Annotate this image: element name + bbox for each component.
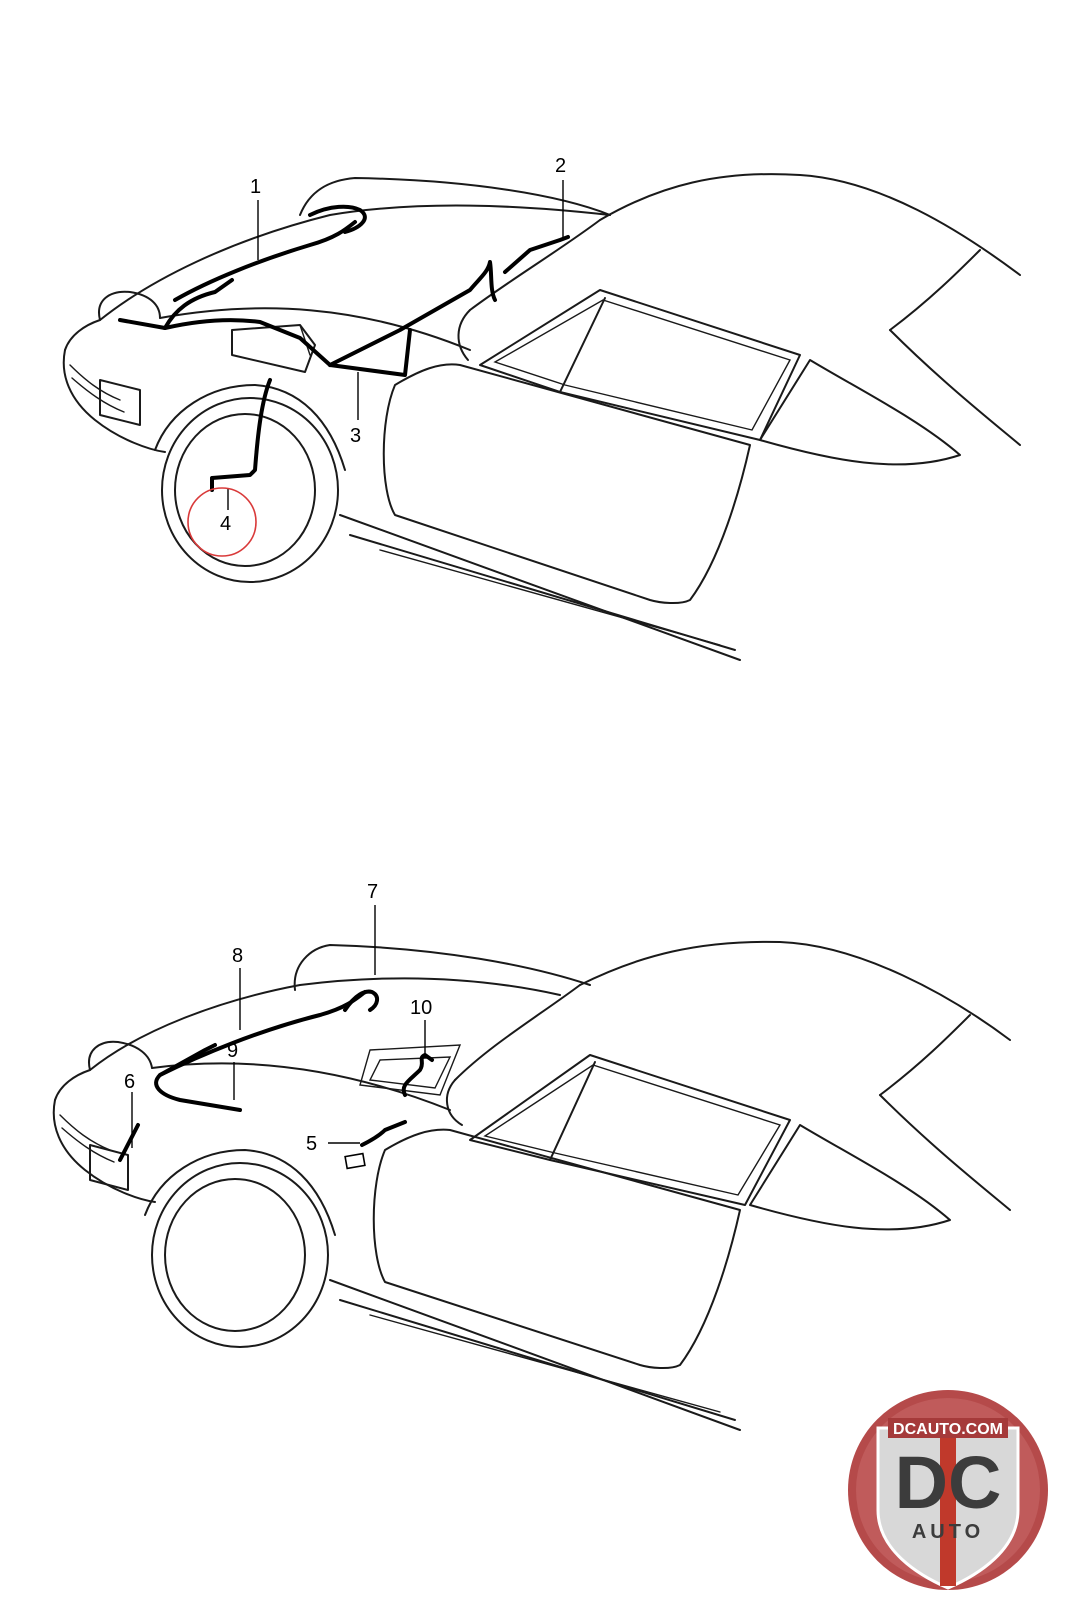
callout-6: 6 — [124, 1071, 135, 1093]
top-car-drawing — [62, 173, 1021, 661]
callout-10: 10 — [410, 997, 432, 1019]
bottom-car-drawing — [52, 940, 1011, 1431]
callout-3: 3 — [350, 425, 361, 447]
logo-monogram: DC — [895, 1441, 1002, 1524]
top-harnesses — [118, 204, 570, 492]
logo-word: AUTO — [912, 1521, 984, 1543]
dcauto-logo: DCAUTO.COM DC AUTO — [848, 1390, 1048, 1590]
callout-8: 8 — [232, 945, 243, 967]
callout-9: 9 — [227, 1040, 238, 1062]
callout-5: 5 — [306, 1133, 317, 1155]
callout-2: 2 — [555, 155, 566, 177]
logo-site-text: DCAUTO.COM — [893, 1421, 1003, 1438]
callout-1: 1 — [250, 176, 261, 198]
callout-7: 7 — [367, 881, 378, 903]
bottom-callouts: 7 8 9 10 6 5 — [124, 881, 432, 1155]
top-callouts: 1 2 3 4 — [187, 155, 566, 557]
bottom-harnesses — [118, 989, 434, 1170]
callout-4: 4 — [220, 513, 231, 535]
highlight-circle-part-4 — [187, 487, 257, 557]
